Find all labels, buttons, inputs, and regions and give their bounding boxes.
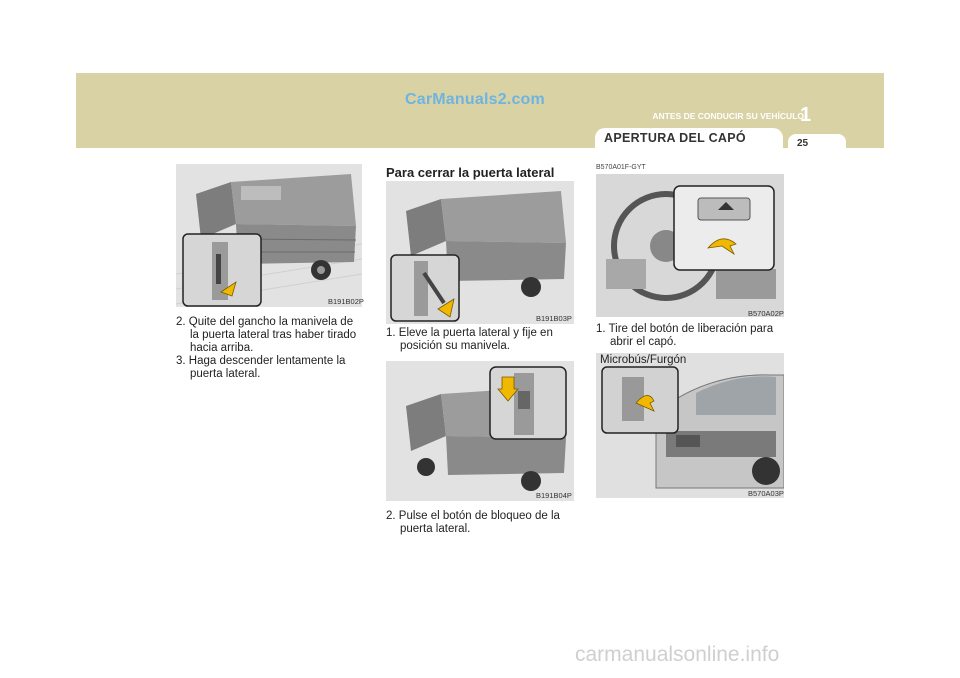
- col2-steps-a: 1. Eleve la puerta lateral y fije en pos…: [386, 327, 574, 353]
- step-2: 2. Pulse el botón de bloqueo de la puert…: [386, 510, 560, 535]
- van-hood-latch-illustration: [596, 353, 784, 498]
- hood-release-lever-illustration: [596, 174, 784, 317]
- figure-code: B191B04P: [536, 491, 572, 500]
- figure-b191b02p: [176, 164, 362, 307]
- section-tab: [595, 128, 783, 148]
- chapter-number: 1: [800, 104, 812, 126]
- step-1: 1. Eleve la puerta lateral y fije en pos…: [386, 327, 553, 352]
- chapter-label: ANTES DE CONDUCIR SU VEHÍCULO: [652, 111, 804, 121]
- col3-steps: 1. Tire del botón de liberación para abr…: [596, 323, 784, 349]
- figure-code: B191B03P: [536, 314, 572, 323]
- top-watermark[interactable]: CarManuals2.com: [405, 91, 545, 108]
- figure-code: B191B02P: [328, 297, 364, 306]
- step-3: 3. Haga descender lentamente la puerta l…: [176, 355, 346, 380]
- truck-raise-tailgate-illustration: [386, 181, 574, 324]
- section-title: APERTURA DEL CAPÓ: [604, 131, 746, 145]
- step-1: 1. Tire del botón de liberación para abr…: [596, 323, 774, 348]
- page-number-tab: [788, 134, 846, 148]
- figure-b191b04p: [386, 361, 574, 501]
- figure-b570a03p: [596, 353, 784, 498]
- figure-b191b03p: [386, 181, 574, 324]
- truck-lock-button-illustration: [386, 361, 574, 501]
- page-number: 25: [797, 138, 809, 149]
- truck-tailgate-illustration: [176, 164, 362, 307]
- step-2: 2. Quite del gancho la manivela de la pu…: [176, 316, 357, 354]
- col1-steps: 2. Quite del gancho la manivela de la pu…: [176, 316, 364, 381]
- section-heading: Para cerrar la puerta lateral: [386, 165, 555, 180]
- reference-code: B570A01F-GYT: [596, 164, 646, 171]
- bottom-watermark[interactable]: carmanualsonline.info: [575, 643, 780, 666]
- figure-code: B570A03P: [748, 489, 784, 498]
- col2-steps-b: 2. Pulse el botón de bloqueo de la puert…: [386, 510, 574, 536]
- figure-code: B570A02P: [748, 309, 784, 318]
- inset-caption: Microbús/Furgón: [600, 354, 687, 366]
- figure-b570a02p: [596, 174, 784, 317]
